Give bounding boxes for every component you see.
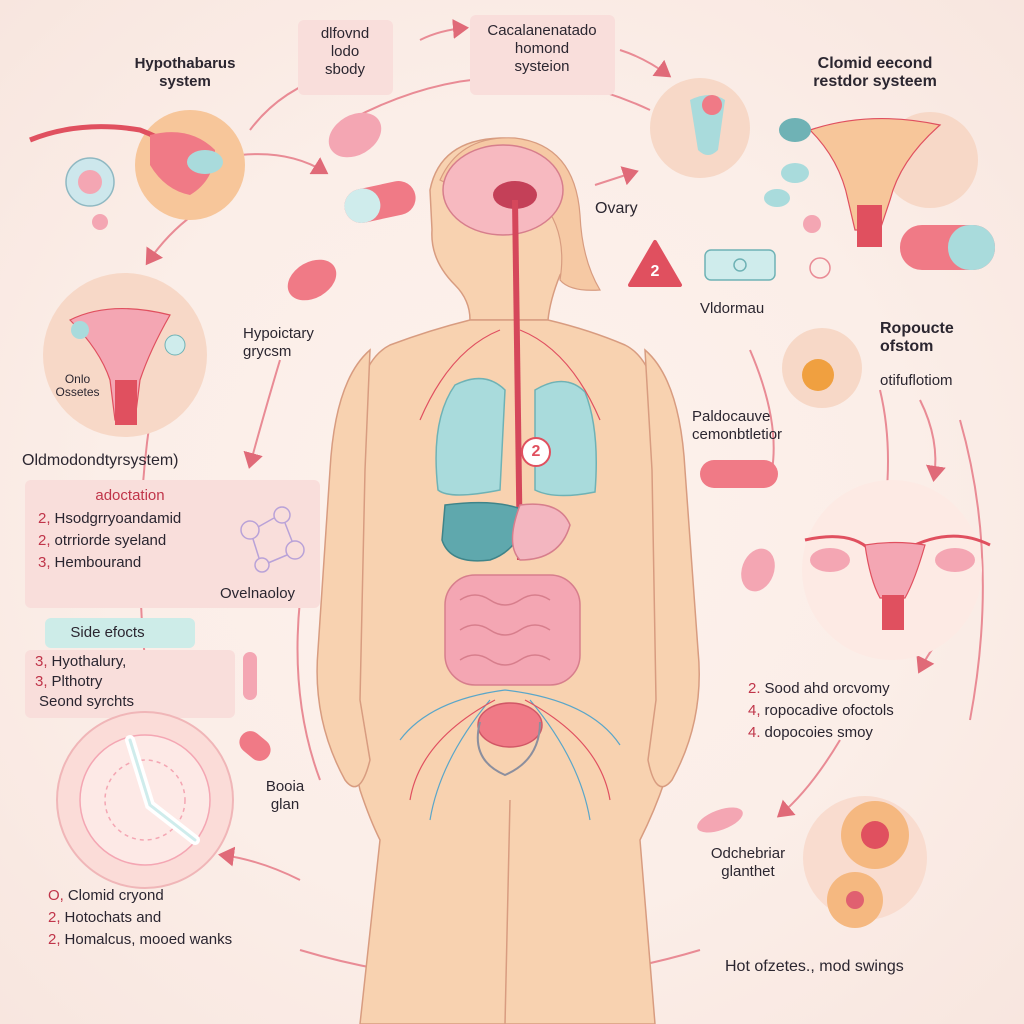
arc-right-upper <box>749 349 775 471</box>
arc-left-lower <box>296 599 321 781</box>
left-arm <box>316 348 371 788</box>
list-item: 4,ropocadive ofoctols <box>748 702 894 719</box>
hypothalamus-label: Hypothabarus system <box>134 55 236 90</box>
arc-bottom-left <box>218 846 301 881</box>
adoration-title: adoctation <box>95 487 165 504</box>
warning-number: 2 <box>650 263 660 280</box>
body-box <box>298 20 393 95</box>
clomid-second-label: Clomid eecond restdor systeem <box>813 55 937 90</box>
spinal-cord <box>512 199 523 561</box>
list-item: 3,Hyothalury, <box>35 653 127 670</box>
odchebriar-label: Odchebriar glanthet <box>710 845 786 880</box>
brain-core <box>493 181 537 209</box>
organ-badge-number: 2 <box>531 443 541 460</box>
right-arm <box>644 348 700 788</box>
adoration-list: 2,Hsodgrryoandamid 2,otrriorde syeland 3… <box>38 508 181 574</box>
side-effects-list: 3,Hyothalury, 3,Plthotry Seond syrchts <box>35 652 134 712</box>
oldmodondtysystem-label: Oldmodondtyrsystem) <box>22 452 179 469</box>
side-effects-box <box>25 650 235 718</box>
ovary-small-label: Onlo Ossetes <box>55 372 100 399</box>
hormonal-box-text: Cacalanenatado homond systeion <box>487 22 597 75</box>
adoration-box <box>25 480 320 608</box>
ovary-label: Ovary <box>595 200 638 217</box>
right-lung <box>534 380 597 497</box>
hot-flashes-label: Hot ofzetes., mod swings <box>725 958 904 975</box>
ovelnaoloy-label: Ovelnaoloy <box>220 585 296 602</box>
right-list: 2.Sood ahd orcvomy 4,ropocadive ofoctols… <box>748 678 894 744</box>
stomach <box>511 503 571 561</box>
left-lung <box>435 377 506 496</box>
otifuflotiom-label: otifuflotiom <box>880 372 953 389</box>
list-item: 3,Hembourand <box>38 554 142 571</box>
hypoictary-label: Hypoictary grycsm <box>243 325 314 360</box>
arc-left-upper <box>243 359 281 469</box>
arc-right-down <box>776 739 841 818</box>
arc-right-big <box>959 419 984 721</box>
arc-right-2 <box>919 399 946 482</box>
list-item: 2,otrriorde syeland <box>38 532 167 549</box>
side-effects-header <box>45 618 195 648</box>
list-item: 2,Hotochats and <box>48 909 162 926</box>
hormonal-box <box>470 15 615 95</box>
arrow-top-right <box>619 49 672 78</box>
side-effects-title: Side efocts <box>70 624 145 641</box>
leg-divider <box>504 799 511 1024</box>
list-item: 2,Hsodgrryoandamid <box>38 510 182 527</box>
list-item: 3,Plthotry <box>35 673 103 690</box>
uterus <box>477 702 543 748</box>
paldocuove-label: Paldocauve cemonbtletior <box>692 408 783 443</box>
vidormau-label: Vldormau <box>700 300 765 317</box>
boota-glan-label: Booia glan <box>265 778 305 813</box>
list-item: 2.Sood ahd orcvomy <box>748 680 890 697</box>
bottom-left-list: O,Clomid cryond 2,Hotochats and 2,Homalc… <box>48 885 232 951</box>
body-box-text: dlfovnd lodo sbody <box>320 25 370 78</box>
organ-badge <box>521 437 551 467</box>
arrow-top <box>419 18 469 41</box>
list-item: 4.dopocoies smoy <box>748 724 873 741</box>
list-item: O,Clomid cryond <box>48 887 164 904</box>
ropoucte-label: Ropoucte ofstom <box>880 320 954 355</box>
list-item: 2,Homalcus, mooed wanks <box>48 931 233 948</box>
arrow-to-ovary <box>594 166 639 186</box>
list-item: Seond syrchts <box>39 693 135 710</box>
arrow-to-brain-left <box>239 153 329 175</box>
